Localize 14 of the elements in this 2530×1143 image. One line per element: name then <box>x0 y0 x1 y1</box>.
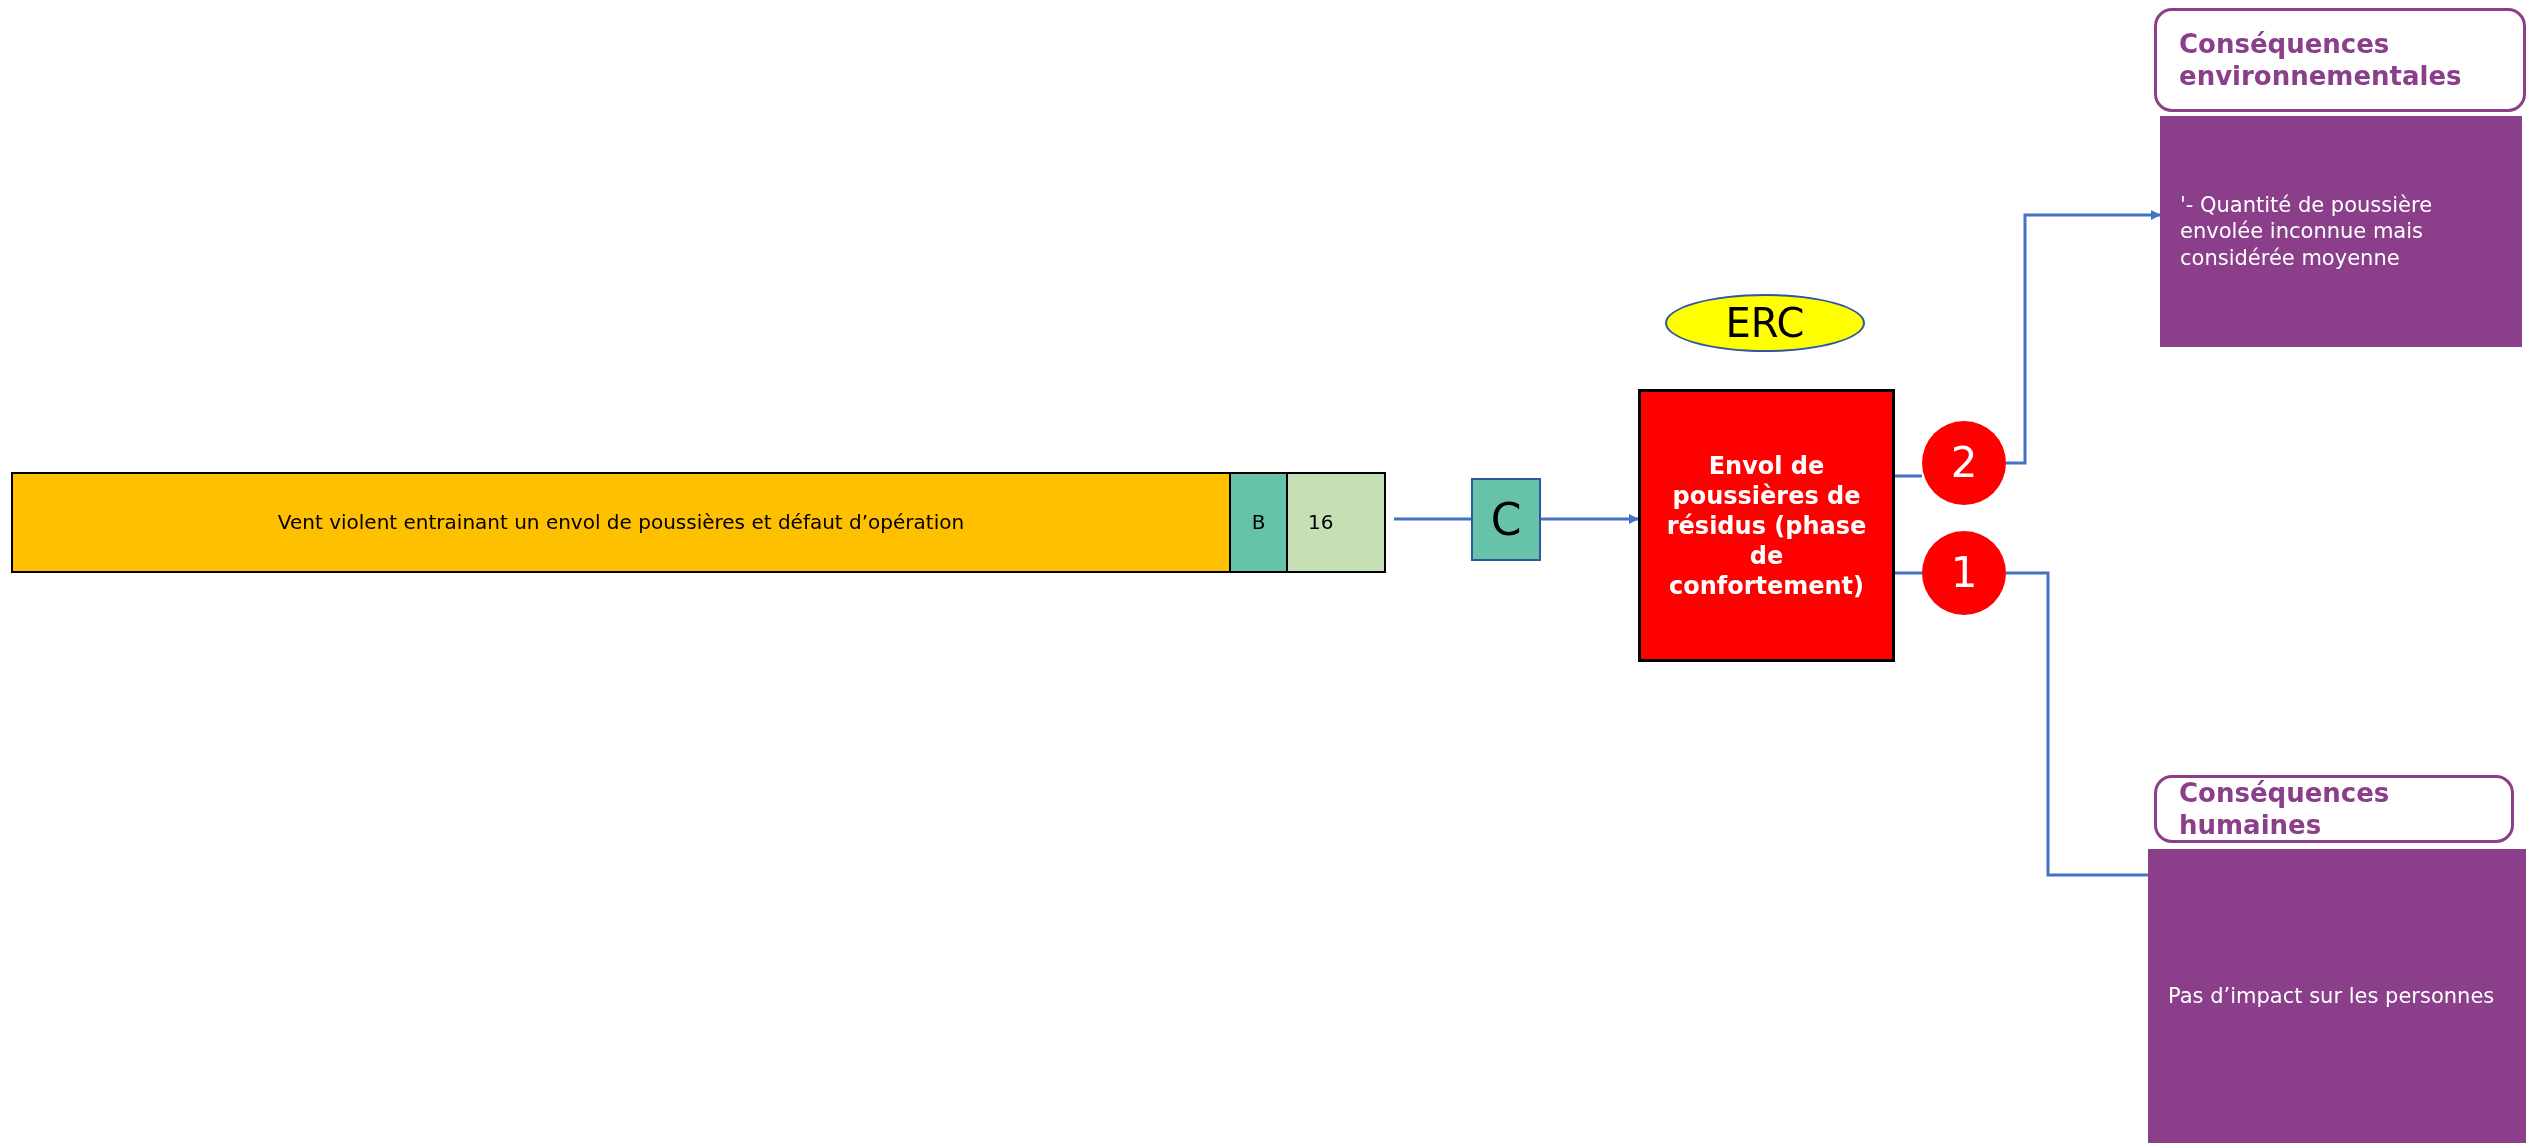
number-circle: 1 <box>1922 531 2006 615</box>
barrier-box: C <box>1471 478 1541 561</box>
connector-arrow <box>1541 514 1639 524</box>
class-cell: B <box>1229 472 1288 573</box>
heading-box: Conséquences humaines <box>2154 775 2514 843</box>
heading-box: Conséquences environnementales <box>2154 8 2526 112</box>
number-circle: 2 <box>1922 421 2006 505</box>
consequence-box: '- Quantité de poussière envolée inconnue mais considérée moyenne <box>2160 116 2522 347</box>
cause-bar: Vent violent entrainant un envol de poussières et défaut d’opération <box>11 472 1231 573</box>
event-box: Envol de poussières de résidus (phase de confortement) <box>1638 389 1895 662</box>
score-cell: 16 <box>1286 472 1386 573</box>
connector-arrow <box>2006 210 2161 465</box>
erc-ellipse: ERC <box>1665 294 1865 352</box>
consequence-box: Pas d’impact sur les personnes <box>2148 849 2526 1143</box>
